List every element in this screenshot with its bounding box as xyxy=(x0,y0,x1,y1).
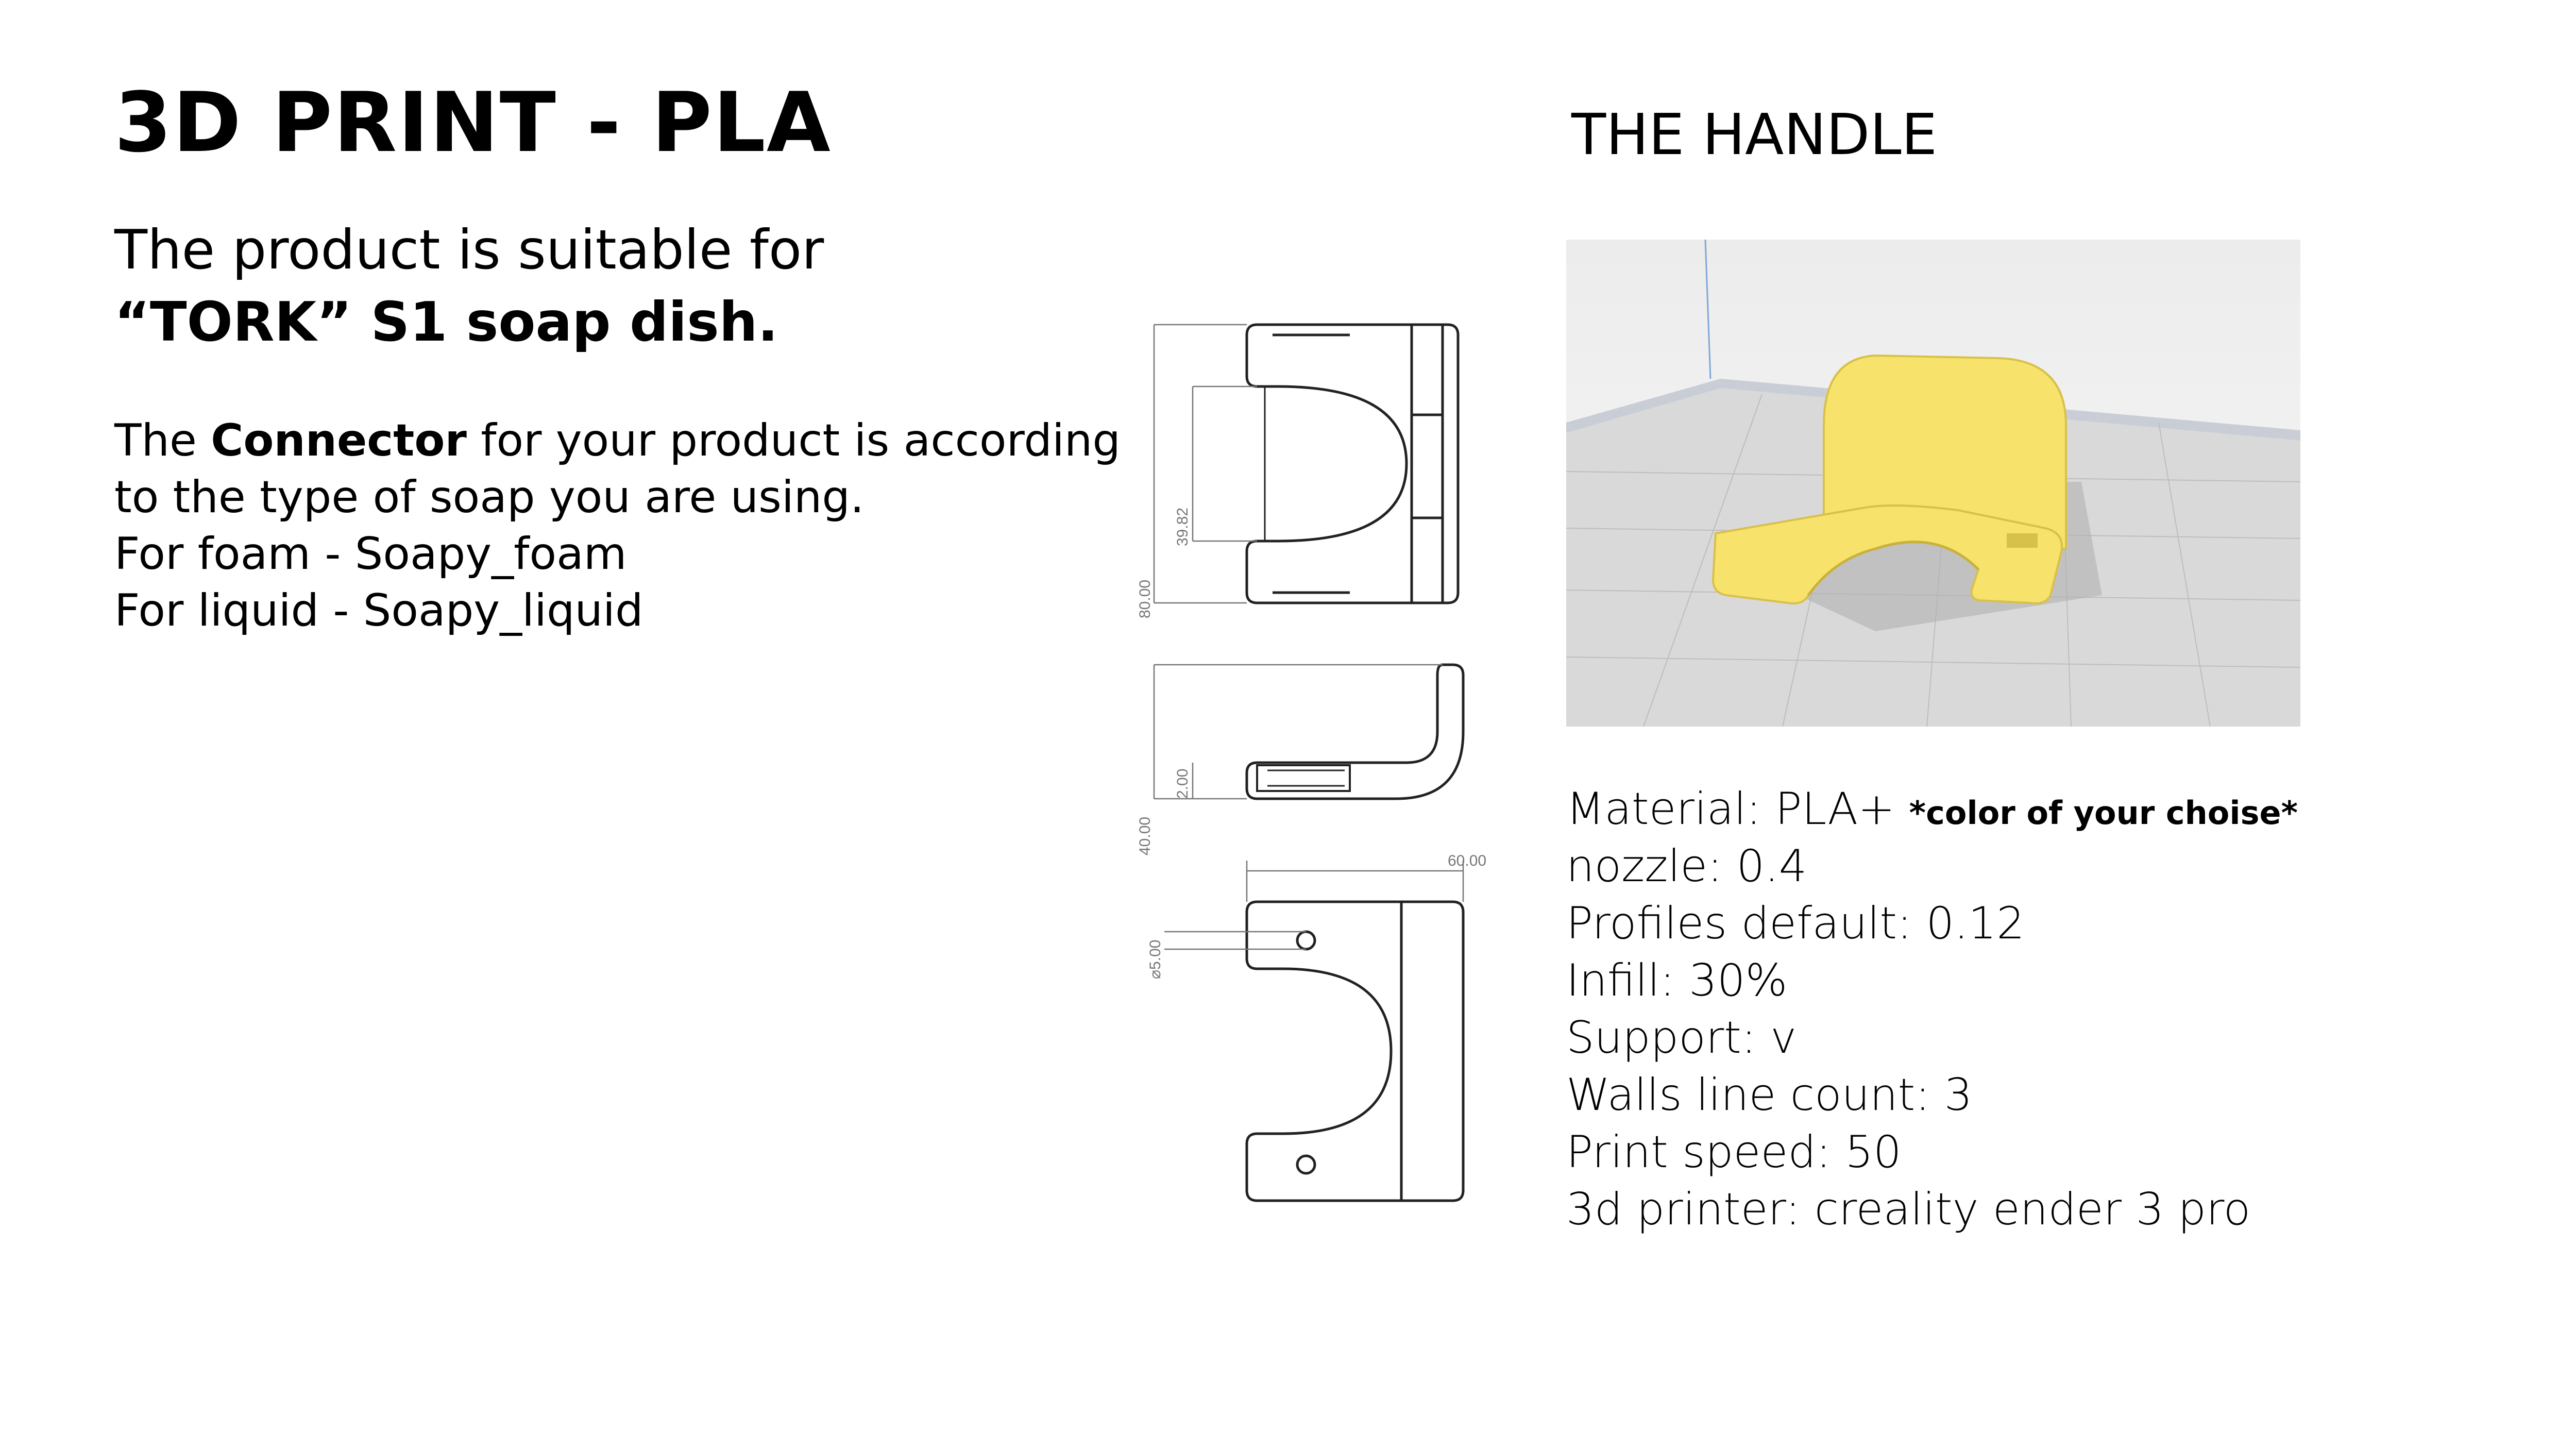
spec-walls: Walls line count: 3 xyxy=(1566,1069,1973,1121)
dim-2-00: 2.00 xyxy=(1174,769,1191,799)
connector-pre: The xyxy=(114,415,211,466)
spec-material-note: *color of your choise* xyxy=(1909,794,2298,832)
spec-speed: Print speed: 50 xyxy=(1566,1126,1902,1178)
spec-support: Support: v xyxy=(1566,1012,1797,1064)
spec-profile: Profiles default: 0.12 xyxy=(1566,897,2025,949)
spec-printer: 3d printer: creality ender 3 pro xyxy=(1566,1183,2251,1235)
spec-material: Material: PLA+ *color of your choise* xyxy=(1566,781,2298,838)
connector-line-3: For foam - Soapy_foam xyxy=(114,528,627,580)
connector-line-1: The Connector for your product is accord… xyxy=(114,412,1145,469)
connector-post: for your product is according xyxy=(466,415,1121,466)
dim-80-00: 80.00 xyxy=(1137,580,1154,618)
connector-line-4: For liquid - Soapy_liquid xyxy=(114,585,643,637)
spec-infill: Infill: 30% xyxy=(1566,954,1788,1006)
spec-nozzle: nozzle: 0.4 xyxy=(1566,840,1807,892)
drawing-top-view xyxy=(1245,323,1460,604)
handle-title: THE HANDLE xyxy=(1571,102,1938,167)
dim-39-82: 39.82 xyxy=(1174,508,1191,546)
dim-40-00: 40.00 xyxy=(1137,817,1154,855)
dim-5-00: ⌀5.00 xyxy=(1147,940,1164,979)
handle-render-image xyxy=(1566,240,2300,727)
intro-line-2: “TORK” S1 soap dish. xyxy=(114,291,778,353)
page-title: 3D PRINT - PLA xyxy=(114,74,832,171)
technical-drawings: 39.82 80.00 2.00 40.00 60.00 ⌀5.00 xyxy=(1137,323,1486,1202)
intro-line-1: The product is suitable for xyxy=(114,218,824,281)
spec-material-label: Material: PLA+ xyxy=(1566,783,1895,835)
print-specs: Material: PLA+ *color of your choise* no… xyxy=(1566,781,2298,1238)
dim-60-00: 60.00 xyxy=(1448,852,1486,869)
connector-line-2: to the type of soap you are using. xyxy=(114,472,865,524)
drawing-side-view xyxy=(1245,663,1465,800)
connector-bold: Connector xyxy=(211,415,467,466)
connector-paragraph: The Connector for your product is accord… xyxy=(114,412,1145,639)
drawing-front-view xyxy=(1245,900,1465,1202)
